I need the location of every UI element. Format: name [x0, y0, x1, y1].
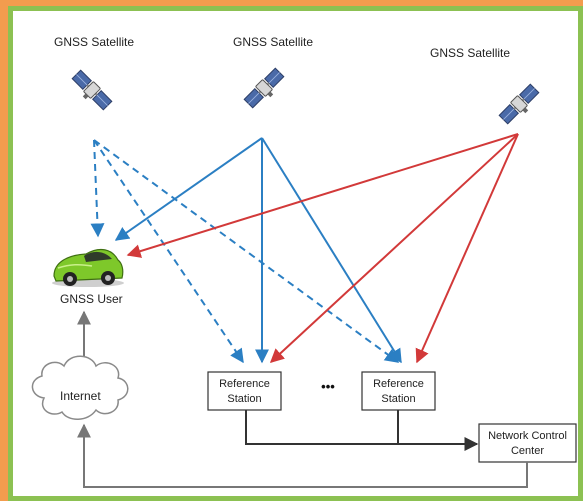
station1-wire	[245, 410, 398, 445]
satellite-icon	[497, 82, 543, 128]
reference-station-1	[207, 371, 282, 411]
link-sat1-station1	[93, 139, 244, 364]
gnss-user-label: GNSS User	[60, 292, 123, 306]
link-sat3-station1	[269, 133, 519, 363]
link-sat2-station2	[261, 137, 402, 364]
network-control-center	[478, 423, 577, 463]
ellipsis: •••	[321, 379, 335, 394]
car-icon	[52, 248, 124, 287]
reference-station-1-line2: Station	[227, 393, 261, 405]
cloud-icon	[31, 355, 129, 420]
satellite-label-2: GNSS Satellite	[233, 35, 313, 49]
reference-station-2-line2: Station	[381, 393, 415, 405]
internet-label: Internet	[60, 389, 101, 403]
satellite-label-1: GNSS Satellite	[54, 35, 134, 49]
reference-station-2	[361, 371, 436, 411]
link-sat3-station2	[415, 133, 519, 364]
satellite-icon	[242, 66, 288, 112]
network-control-center-line2: Center	[511, 445, 544, 457]
link-sat1-station2	[93, 139, 400, 363]
satellite-label-3: GNSS Satellite	[430, 46, 510, 60]
ncc-to-internet-wire	[77, 423, 528, 488]
network-control-center-line1: Network Control	[488, 430, 567, 442]
satellite-icon	[68, 68, 114, 114]
link-sat1-user	[90, 139, 105, 238]
link-sat2-user	[114, 137, 263, 241]
reference-station-1-line1: Reference	[219, 378, 270, 390]
reference-station-2-line1: Reference	[373, 378, 424, 390]
link-sat3-user	[126, 133, 519, 258]
